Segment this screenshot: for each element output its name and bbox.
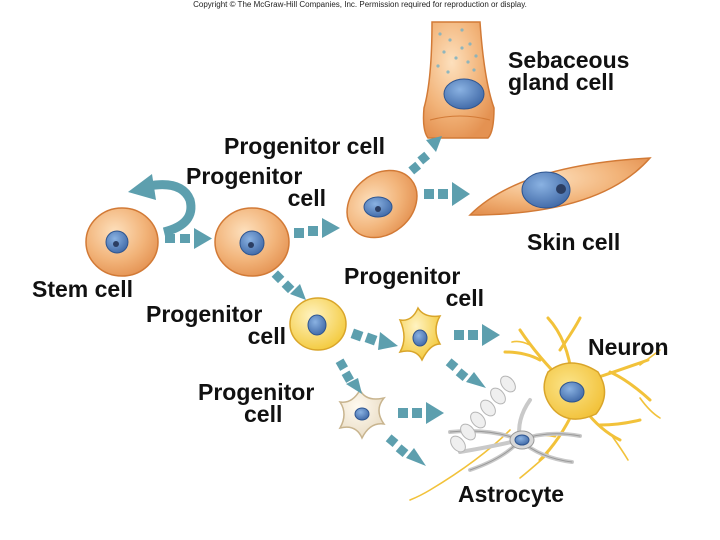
label-line: cell: [445, 285, 484, 311]
label-line: Progenitor: [344, 263, 461, 289]
progenitor-cell-glial: [338, 388, 386, 440]
label-progenitor-upper: Progenitor cell: [186, 163, 326, 211]
label-line: cell: [287, 185, 326, 211]
label-line: cell: [247, 323, 286, 349]
progenitor-cell-neuronal: [398, 306, 442, 362]
arrow-progenitor-to-top: [294, 218, 340, 238]
label-astrocyte: Astrocyte: [458, 481, 565, 507]
label-line: Sebaceous: [508, 47, 630, 73]
label-neuron: Neuron: [588, 334, 669, 360]
astrocyte: [448, 375, 582, 472]
label-progenitor-bottom: Progenitor cell: [198, 379, 338, 427]
progenitor-cell-yellow: [289, 297, 347, 351]
arrow-to-yellow-progenitor: [271, 270, 306, 300]
arrow-to-astrocyte: [398, 402, 444, 424]
label-progenitor-mid-left: Progenitor cell: [146, 301, 286, 349]
arrow-stem-to-progenitor: [165, 228, 212, 249]
skin-cell: [468, 157, 652, 216]
arrow-to-astrocyte-down: [385, 434, 426, 466]
arrow-to-glial-progenitor: [335, 358, 362, 394]
progenitor-cell-top: [346, 169, 418, 239]
arrow-to-neuron-down: [445, 358, 486, 388]
label-progenitor-mid-right: Progenitor cell: [344, 263, 484, 311]
arrow-to-neuronal-progenitor: [350, 328, 398, 350]
label-progenitor-top: Progenitor cell: [224, 133, 386, 159]
sebaceous-gland-cell: [422, 21, 495, 139]
progenitor-cell-center: [214, 207, 290, 277]
self-renewal-arrow: [128, 174, 196, 237]
copyright-notice: Copyright © The McGraw-Hill Companies, I…: [193, 0, 527, 9]
label-line: gland cell: [508, 69, 615, 95]
label-skin-cell: Skin cell: [527, 229, 621, 255]
label-sebaceous-gland-cell: Sebaceous gland cell: [508, 47, 630, 95]
stem-cell: [85, 207, 159, 277]
label-line: cell: [244, 401, 283, 427]
label-line: Progenitor: [146, 301, 263, 327]
label-line: Progenitor: [198, 379, 315, 405]
label-line: Progenitor: [186, 163, 303, 189]
arrow-to-neuron: [454, 324, 500, 346]
arrow-to-skin: [424, 182, 470, 206]
arrow-to-sebaceous: [408, 136, 442, 175]
arrows: [165, 136, 500, 466]
neuron: [409, 316, 661, 501]
label-stem-cell: Stem cell: [32, 276, 133, 302]
